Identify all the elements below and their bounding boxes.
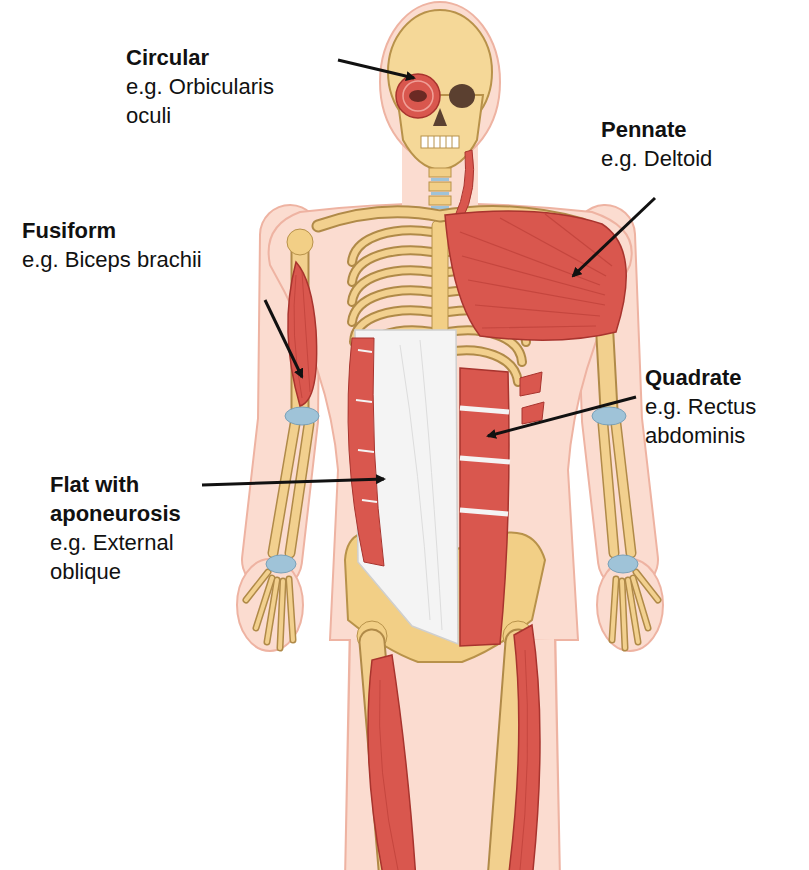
muscles — [288, 74, 626, 870]
rectus-abdominis — [460, 368, 544, 646]
leader-arrow — [488, 397, 636, 436]
illustration-part — [520, 650, 528, 870]
shape-heading: Circular — [126, 43, 296, 72]
illustration-part — [379, 680, 398, 870]
illustration-part — [288, 262, 317, 406]
illustration-part — [294, 272, 310, 398]
illustration-part — [431, 192, 449, 195]
neck-muscle — [455, 150, 474, 220]
illustration-part — [348, 338, 384, 566]
illustration-part — [449, 84, 475, 108]
illustration-part — [445, 211, 626, 340]
illustration-part — [460, 214, 612, 328]
illustration-part — [432, 220, 448, 335]
illustration-part — [380, 2, 500, 162]
illustration-part — [429, 182, 451, 191]
illustration-part — [396, 74, 440, 118]
illustration-part — [400, 340, 442, 630]
illustration-part — [285, 407, 319, 425]
shape-heading: Quadrate — [645, 363, 800, 392]
shape-heading: Fusiform — [22, 216, 272, 245]
leader-arrow — [338, 60, 414, 78]
illustration-part — [460, 408, 510, 514]
example-label: e.g. Orbicularis oculi — [126, 72, 296, 130]
example-label: e.g. Deltoid — [601, 144, 791, 173]
illustration-part — [520, 372, 544, 424]
illustration-part — [428, 136, 452, 148]
illustration-part — [400, 640, 505, 870]
orbicularis-oculi — [396, 74, 440, 118]
illustration-part — [287, 229, 313, 255]
illustration-part — [266, 555, 296, 573]
illustration-part — [460, 368, 509, 646]
illustration-part — [608, 555, 638, 573]
shape-heading: Pennate — [601, 115, 791, 144]
cervical-spine — [429, 168, 451, 209]
example-label: e.g. External oblique — [50, 528, 230, 586]
illustration-part — [508, 625, 540, 870]
external-oblique — [348, 330, 458, 644]
pectoral-muscle — [445, 211, 626, 340]
skeleton — [246, 10, 658, 870]
leader-arrow — [573, 198, 655, 276]
illustration-part — [592, 407, 626, 425]
thigh-muscles — [368, 625, 540, 870]
illustration-part — [368, 655, 416, 870]
example-label: e.g. Biceps brachii — [22, 245, 272, 274]
biceps-brachii — [288, 262, 317, 406]
body-silhouette — [237, 2, 663, 870]
illustration-part — [421, 136, 459, 148]
example-label: e.g. Rectus abdominis — [645, 392, 800, 450]
illustration-part — [431, 178, 449, 181]
illustration-part — [403, 81, 433, 111]
leader-arrow — [265, 300, 302, 377]
illustration-part — [429, 168, 451, 177]
leader-arrows — [202, 60, 655, 485]
shape-heading: Flat with aponeurosis — [50, 470, 230, 528]
illustration-part — [409, 90, 427, 102]
leader-arrow — [202, 479, 384, 485]
illustration-part — [429, 196, 451, 205]
